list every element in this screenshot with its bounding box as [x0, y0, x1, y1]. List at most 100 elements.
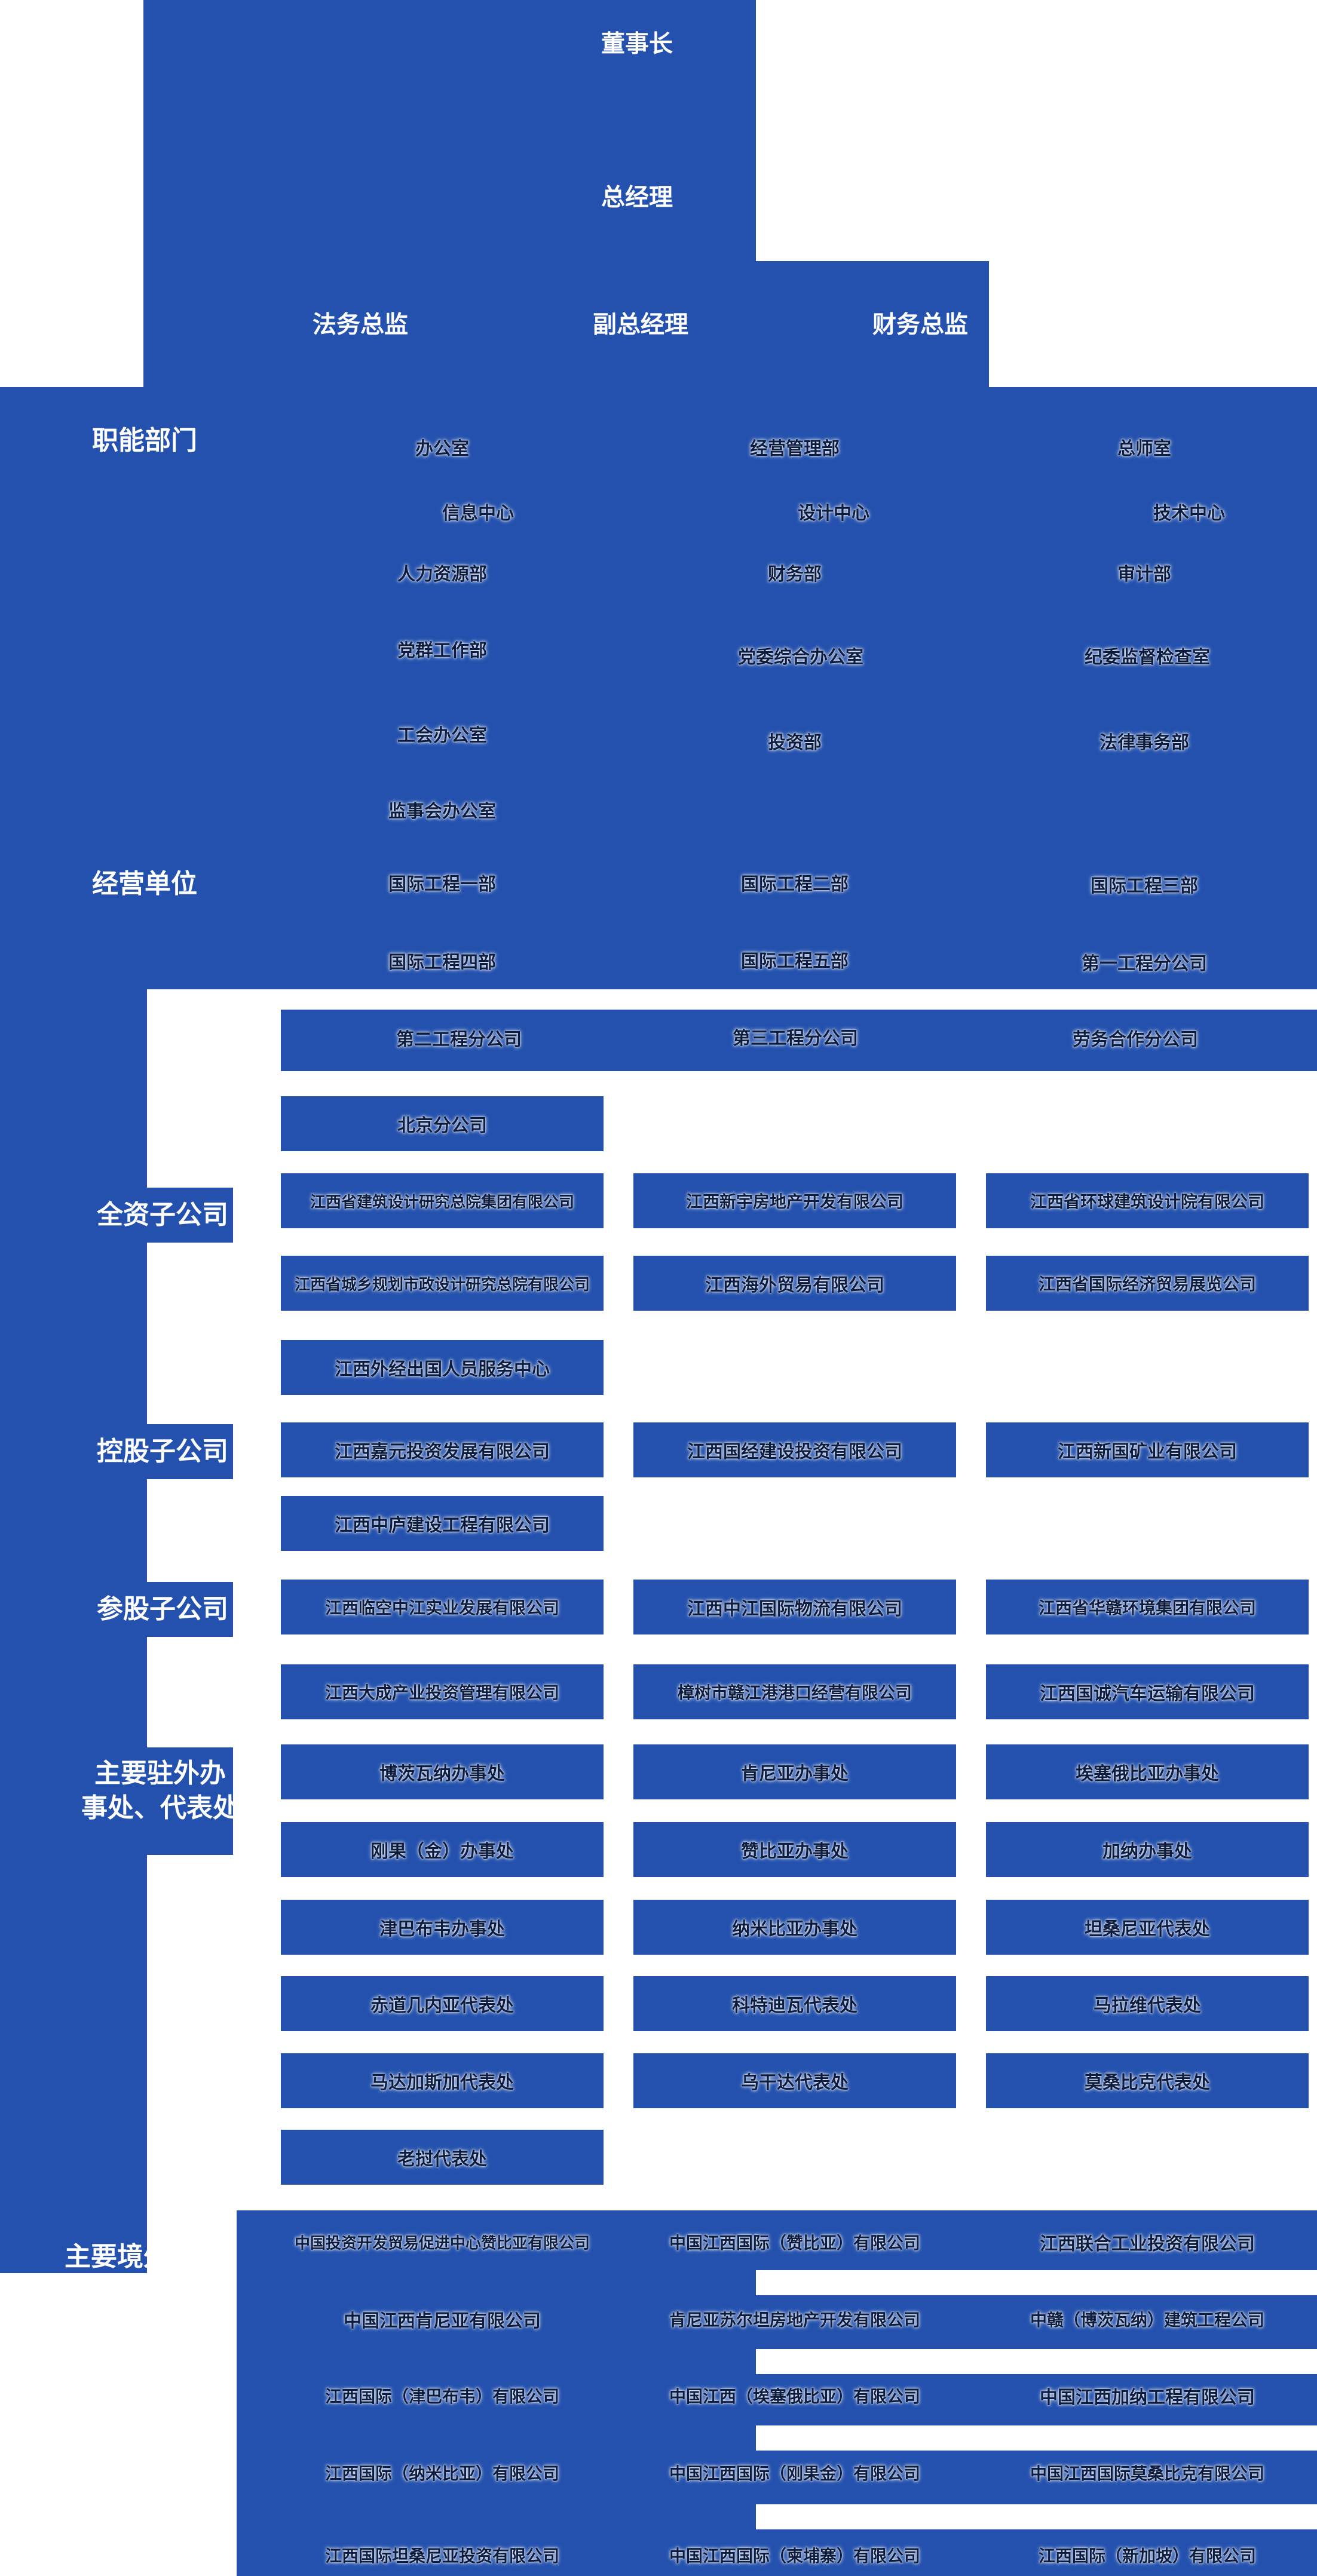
box-overseas-personnel-service-center: 江西外经出国人员服务中心: [281, 1340, 604, 1395]
unit-international-engineering-4: 国际工程四部: [388, 953, 496, 973]
box-xinguo-mining-label: 江西新国矿业有限公司: [1058, 1442, 1237, 1462]
box-zhangshu-ganjiang-port: 樟树市赣江港港口经营有限公司: [633, 1664, 956, 1719]
box-zhonglu-construction-label: 江西中庐建设工程有限公司: [335, 1516, 550, 1535]
box-office-ghana-label: 加纳办事处: [1102, 1842, 1192, 1862]
enterprise-china-jiangxi-ethiopia: 中国江西（埃塞俄比亚）有限公司: [669, 2387, 921, 2406]
box-rep-madagascar: 马达加斯加代表处: [281, 2053, 604, 2108]
box-guojing-construction-investment-label: 江西国经建设投资有限公司: [687, 1442, 902, 1462]
dept-chief-engineer-office: 总师室: [1117, 439, 1171, 459]
box-beijing-branch: 北京分公司: [281, 1096, 604, 1151]
label-band-holding: [147, 1424, 233, 1479]
box-urban-planning-institute-label: 江西省城乡规划市政设计研究总院有限公司: [294, 1275, 590, 1293]
enterprise-jiangxi-intl-tanzania-investment: 江西国际坦桑尼亚投资有限公司: [324, 2547, 560, 2565]
dept-general-office: 办公室: [415, 439, 469, 459]
label-main-overseas-enterprises: 主要境外企业: [65, 2241, 222, 2271]
box-rep-cote-divoire: 科特迪瓦代表处: [633, 1976, 956, 2031]
enterprise-china-jiangxi-intl-mozambique: 中国江西国际莫桑比克有限公司: [1030, 2464, 1265, 2483]
unit-engineering-branch-1: 第一工程分公司: [1082, 954, 1207, 974]
dept-design-center: 设计中心: [798, 504, 869, 523]
box-zhangshu-ganjiang-port-label: 樟树市赣江港港口经营有限公司: [677, 1683, 912, 1702]
unit-international-engineering-5: 国际工程五部: [741, 952, 849, 971]
box-office-zambia-label: 赞比亚办事处: [741, 1842, 849, 1862]
label-band-overseas-offices: [147, 1747, 233, 1855]
box-rep-mozambique: 莫桑比克代表处: [986, 2053, 1309, 2108]
enterprise-jiangxi-intl-namibia: 江西国际（纳米比亚）有限公司: [324, 2464, 560, 2483]
box-rep-cote-divoire-label: 科特迪瓦代表处: [732, 1996, 857, 2016]
box-guojing-construction-investment: 江西国经建设投资有限公司: [633, 1422, 956, 1477]
box-rep-tanzania: 坦桑尼亚代表处: [986, 1900, 1309, 1955]
unit-international-engineering-3: 国际工程三部: [1091, 876, 1198, 896]
bottom-gap-stripe-3: [756, 2425, 1317, 2451]
box-rep-malawi-label: 马拉维代表处: [1094, 1996, 1201, 2016]
box-linkong-zhongjiang-industrial: 江西临空中江实业发展有限公司: [281, 1580, 604, 1634]
box-guocheng-auto-transport: 江西国诚汽车运输有限公司: [986, 1664, 1309, 1719]
box-office-ethiopia: 埃塞俄比亚办事处: [986, 1744, 1309, 1799]
box-rep-malawi: 马拉维代表处: [986, 1976, 1309, 2031]
bottom-gap-stripe-2: [756, 2349, 1317, 2374]
box-overseas-personnel-service-center-label: 江西外经出国人员服务中心: [335, 1360, 550, 1379]
title-legal-director: 法务总监: [313, 311, 408, 338]
unit-engineering-branch-3: 第三工程分公司: [733, 1029, 858, 1048]
label-main-overseas-offices: 主要驻外办 事处、代表处: [81, 1758, 239, 1823]
box-rep-mozambique-label: 莫桑比克代表处: [1085, 2073, 1210, 2093]
box-rep-uganda: 乌干达代表处: [633, 2053, 956, 2108]
box-xinguo-mining: 江西新国矿业有限公司: [986, 1422, 1309, 1477]
box-xinyu-realestate: 江西新宇房地产开发有限公司: [633, 1173, 956, 1228]
unit-labor-cooperation-branch: 劳务合作分公司: [1073, 1030, 1198, 1050]
dept-investment: 投资部: [768, 733, 822, 753]
box-zhongjiang-intl-logistics: 江西中江国际物流有限公司: [633, 1580, 956, 1634]
enterprise-china-jiangxi-intl-cambodia: 中国江西国际（柬埔寨）有限公司: [669, 2547, 921, 2565]
box-jiayuan-investment: 江西嘉元投资发展有限公司: [281, 1422, 604, 1477]
enterprise-china-jiangxi-intl-congo: 中国江西国际（刚果金）有限公司: [669, 2464, 921, 2483]
box-office-zimbabwe: 津巴布韦办事处: [281, 1900, 604, 1955]
box-office-namibia: 纳米比亚办事处: [633, 1900, 956, 1955]
dept-party-committee-office: 党委综合办公室: [738, 648, 863, 667]
main-band: [0, 387, 1317, 989]
left-trunk: [0, 989, 147, 2273]
dept-legal-affairs: 法律事务部: [1099, 733, 1189, 753]
box-rep-madagascar-label: 马达加斯加代表处: [370, 2073, 514, 2093]
box-global-architectural-design-label: 江西省环球建筑设计院有限公司: [1030, 1192, 1264, 1211]
box-huagan-environment-group: 江西省华赣环境集团有限公司: [986, 1580, 1309, 1634]
label-wholly-owned-subsidiaries: 全资子公司: [97, 1200, 228, 1229]
dept-human-resources: 人力资源部: [397, 565, 487, 584]
box-zhongjiang-intl-logistics-label: 江西中江国际物流有限公司: [687, 1599, 902, 1619]
dept-party-mass-work: 党群工作部: [397, 641, 487, 661]
box-beijing-branch-label: 北京分公司: [397, 1116, 487, 1136]
dept-information-center: 信息中心: [442, 504, 514, 523]
enterprise-united-industrial-investment: 江西联合工业投资有限公司: [1040, 2234, 1255, 2254]
box-office-zimbabwe-label: 津巴布韦办事处: [379, 1919, 505, 1939]
box-office-kenya: 肯尼亚办事处: [633, 1744, 956, 1799]
dept-technology-center: 技术中心: [1153, 504, 1225, 523]
label-band-wholly-owned: [147, 1188, 233, 1243]
box-huagan-environment-group-label: 江西省华赣环境集团有限公司: [1038, 1599, 1256, 1617]
box-office-congo-kinshasa-label: 刚果（金）办事处: [370, 1842, 514, 1862]
box-rep-tanzania-label: 坦桑尼亚代表处: [1085, 1919, 1210, 1939]
box-dacheng-industrial-investment: 江西大成产业投资管理有限公司: [281, 1664, 604, 1719]
box-dacheng-industrial-investment-label: 江西大成产业投资管理有限公司: [324, 1683, 559, 1702]
enterprise-jiangxi-intl-singapore: 江西国际（新加坡）有限公司: [1038, 2547, 1257, 2565]
box-office-botswana: 博茨瓦纳办事处: [281, 1744, 604, 1799]
box-architectural-design-institute-label: 江西省建筑设计研究总院集团有限公司: [310, 1192, 574, 1211]
box-linkong-zhongjiang-industrial-label: 江西临空中江实业发展有限公司: [324, 1599, 559, 1617]
box-architectural-design-institute: 江西省建筑设计研究总院集团有限公司: [281, 1173, 604, 1228]
box-rep-laos: 老挝代表处: [281, 2130, 604, 2185]
enterprise-kenya-sultan-realestate: 肯尼亚苏尔坦房地产开发有限公司: [669, 2311, 921, 2329]
bottom-gap-stripe-1: [756, 2270, 1317, 2295]
box-overseas-trade-label: 江西海外贸易有限公司: [705, 1275, 884, 1295]
box-xinyu-realestate-label: 江西新宇房地产开发有限公司: [685, 1192, 903, 1211]
box-office-zambia: 赞比亚办事处: [633, 1822, 956, 1877]
enterprise-china-jiangxi-ghana-engineering: 中国江西加纳工程有限公司: [1040, 2388, 1255, 2408]
label-functional-departments: 职能部门: [92, 425, 197, 455]
unit-international-engineering-2: 国际工程二部: [741, 875, 849, 894]
title-deputy-general-manager: 副总经理: [593, 311, 688, 338]
box-office-ethiopia-label: 埃塞俄比亚办事处: [1076, 1764, 1219, 1784]
box-global-architectural-design: 江西省环球建筑设计院有限公司: [986, 1173, 1309, 1228]
dept-finance: 财务部: [768, 565, 822, 584]
enterprise-china-jiangxi-kenya: 中国江西肯尼亚有限公司: [344, 2311, 541, 2331]
box-office-namibia-label: 纳米比亚办事处: [732, 1919, 857, 1939]
dept-audit: 审计部: [1117, 565, 1171, 584]
branch-row-band: [281, 1010, 1317, 1071]
box-rep-uganda-label: 乌干达代表处: [741, 2073, 849, 2093]
top-block-upper: [143, 0, 756, 261]
